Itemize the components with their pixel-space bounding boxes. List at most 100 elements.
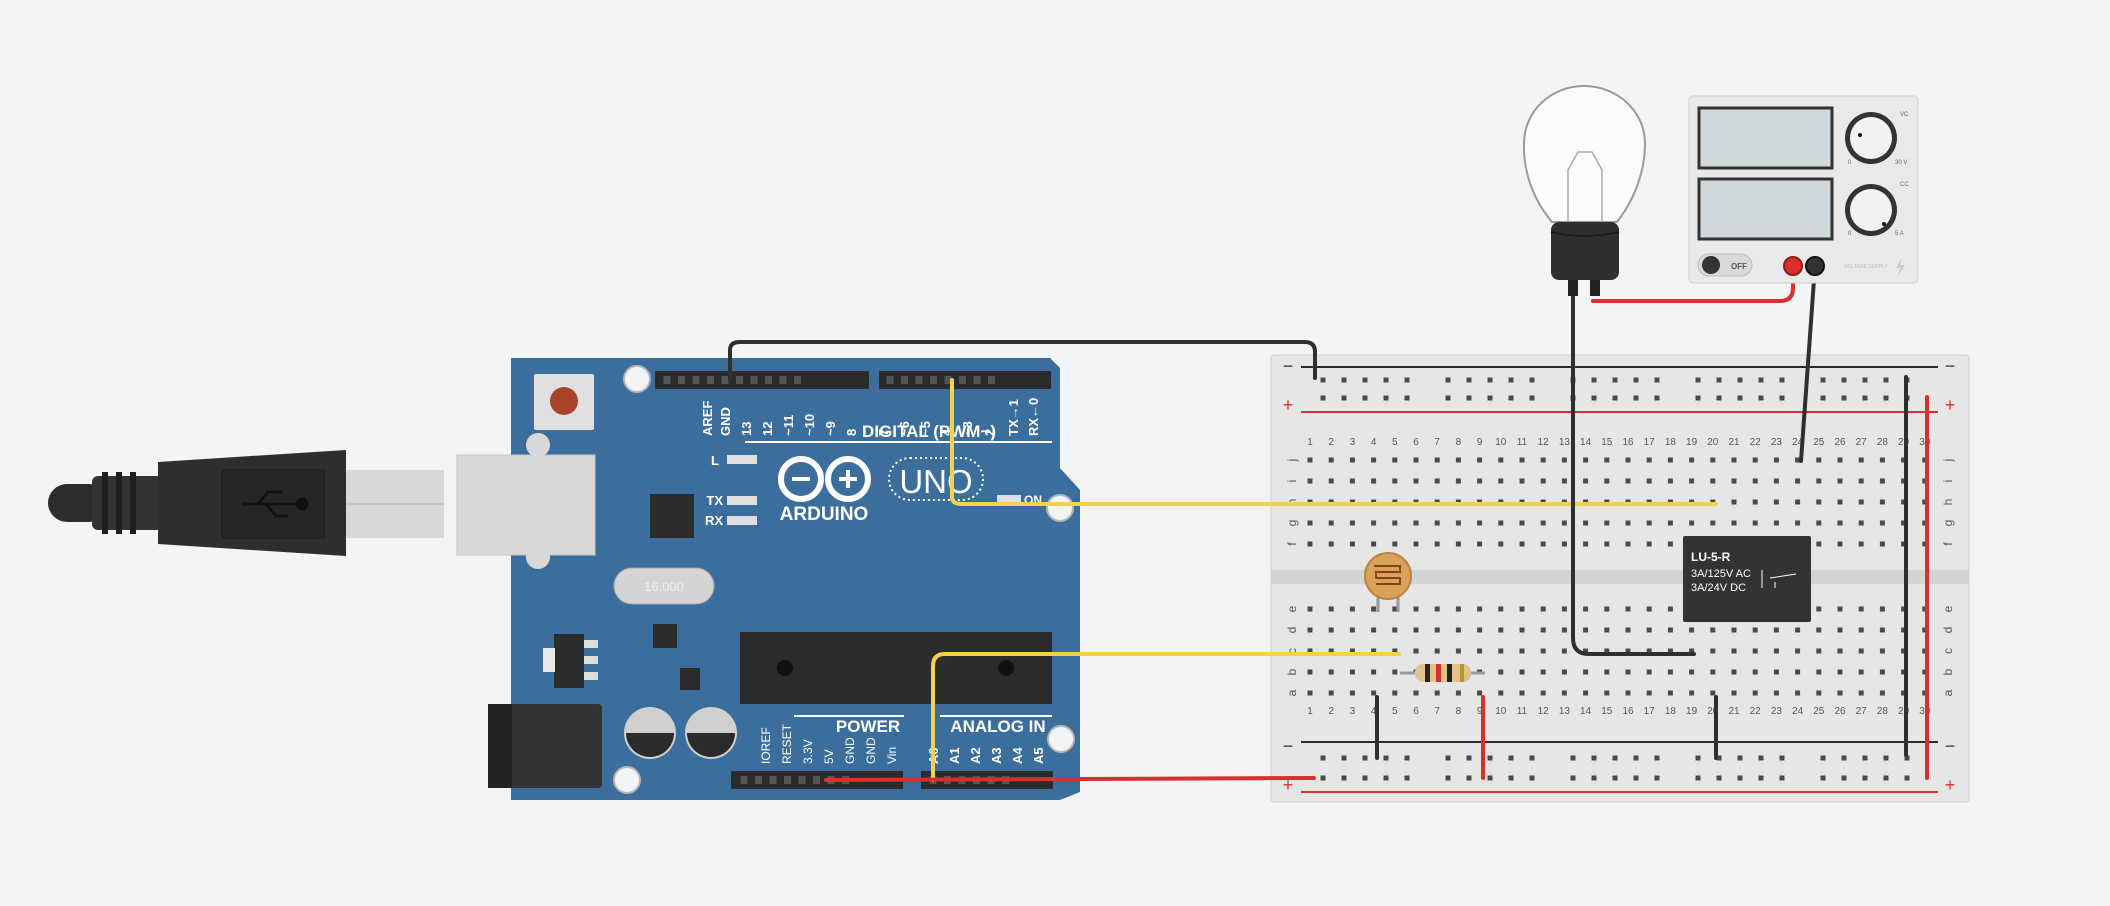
- breadboard-hole[interactable]: [1392, 457, 1398, 463]
- header-hole[interactable]: [721, 376, 729, 384]
- breadboard-hole[interactable]: [1455, 606, 1461, 612]
- breadboard-hole[interactable]: [1795, 648, 1801, 654]
- breadboard-hole[interactable]: [1646, 627, 1652, 633]
- breadboard-hole[interactable]: [1307, 478, 1313, 484]
- current-knob[interactable]: [1845, 184, 1897, 236]
- breadboard-hole[interactable]: [1477, 541, 1483, 547]
- breadboard-hole[interactable]: [1816, 520, 1822, 526]
- rail-hole[interactable]: [1591, 395, 1597, 401]
- breadboard-hole[interactable]: [1901, 478, 1907, 484]
- breadboard-hole[interactable]: [1795, 478, 1801, 484]
- breadboard-hole[interactable]: [1413, 648, 1419, 654]
- breadboard-hole[interactable]: [1328, 541, 1334, 547]
- breadboard-hole[interactable]: [1307, 606, 1313, 612]
- breadboard-hole[interactable]: [1413, 541, 1419, 547]
- rail-hole[interactable]: [1820, 395, 1826, 401]
- rail-hole[interactable]: [1820, 775, 1826, 781]
- rail-hole[interactable]: [1820, 755, 1826, 761]
- breadboard-hole[interactable]: [1604, 541, 1610, 547]
- breadboard-hole[interactable]: [1901, 520, 1907, 526]
- breadboard-hole[interactable]: [1689, 520, 1695, 526]
- breadboard-hole[interactable]: [1604, 520, 1610, 526]
- breadboard-hole[interactable]: [1795, 627, 1801, 633]
- breadboard-hole[interactable]: [1710, 520, 1716, 526]
- rail-hole[interactable]: [1695, 755, 1701, 761]
- breadboard-hole[interactable]: [1922, 690, 1928, 696]
- breadboard-hole[interactable]: [1837, 457, 1843, 463]
- breadboard-hole[interactable]: [1773, 520, 1779, 526]
- header-hole[interactable]: [736, 376, 743, 384]
- breadboard-hole[interactable]: [1710, 669, 1716, 675]
- breadboard-hole[interactable]: [1689, 669, 1695, 675]
- breadboard-hole[interactable]: [1349, 541, 1355, 547]
- breadboard-hole[interactable]: [1625, 690, 1631, 696]
- breadboard-hole[interactable]: [1837, 690, 1843, 696]
- rail-hole[interactable]: [1383, 395, 1389, 401]
- breadboard-hole[interactable]: [1583, 457, 1589, 463]
- voltage-knob[interactable]: [1845, 112, 1897, 164]
- breadboard-hole[interactable]: [1646, 520, 1652, 526]
- breadboard-hole[interactable]: [1710, 690, 1716, 696]
- rail-hole[interactable]: [1362, 755, 1368, 761]
- breadboard-hole[interactable]: [1752, 627, 1758, 633]
- rail-hole[interactable]: [1883, 395, 1889, 401]
- rail-hole[interactable]: [1841, 755, 1847, 761]
- rail-hole[interactable]: [1591, 775, 1597, 781]
- header-hole[interactable]: [678, 376, 685, 384]
- rail-hole[interactable]: [1320, 395, 1326, 401]
- rail-hole[interactable]: [1404, 775, 1410, 781]
- rail-hole[interactable]: [1654, 395, 1660, 401]
- breadboard-hole[interactable]: [1561, 457, 1567, 463]
- breadboard-hole[interactable]: [1752, 690, 1758, 696]
- breadboard-hole[interactable]: [1689, 478, 1695, 484]
- breadboard-hole[interactable]: [1773, 627, 1779, 633]
- breadboard-hole[interactable]: [1307, 541, 1313, 547]
- resistor[interactable]: [1400, 664, 1485, 682]
- breadboard-hole[interactable]: [1413, 627, 1419, 633]
- breadboard-hole[interactable]: [1816, 690, 1822, 696]
- breadboard-hole[interactable]: [1752, 669, 1758, 675]
- breadboard-hole[interactable]: [1455, 627, 1461, 633]
- breadboard-hole[interactable]: [1858, 457, 1864, 463]
- positive-terminal[interactable]: [1783, 256, 1803, 276]
- breadboard-hole[interactable]: [1710, 457, 1716, 463]
- rail-hole[interactable]: [1862, 775, 1868, 781]
- rail-hole[interactable]: [1612, 395, 1618, 401]
- header-hole[interactable]: [886, 376, 894, 384]
- reset-button[interactable]: [550, 387, 578, 415]
- breadboard-hole[interactable]: [1816, 669, 1822, 675]
- breadboard-hole[interactable]: [1604, 627, 1610, 633]
- header-hole[interactable]: [798, 776, 806, 784]
- breadboard-hole[interactable]: [1667, 520, 1673, 526]
- breadboard-hole[interactable]: [1922, 499, 1928, 505]
- breadboard-hole[interactable]: [1667, 478, 1673, 484]
- breadboard-hole[interactable]: [1773, 690, 1779, 696]
- breadboard-hole[interactable]: [1498, 627, 1504, 633]
- breadboard-hole[interactable]: [1858, 478, 1864, 484]
- rail-hole[interactable]: [1341, 395, 1347, 401]
- breadboard-hole[interactable]: [1349, 690, 1355, 696]
- breadboard-hole[interactable]: [1646, 541, 1652, 547]
- rail-hole[interactable]: [1508, 755, 1514, 761]
- breadboard-hole[interactable]: [1922, 541, 1928, 547]
- header-hole[interactable]: [765, 376, 772, 384]
- breadboard-hole[interactable]: [1773, 669, 1779, 675]
- breadboard-hole[interactable]: [1519, 520, 1525, 526]
- rail-hole[interactable]: [1445, 755, 1451, 761]
- breadboard-hole[interactable]: [1604, 606, 1610, 612]
- breadboard-hole[interactable]: [1625, 669, 1631, 675]
- rail-hole[interactable]: [1529, 377, 1535, 383]
- breadboard-hole[interactable]: [1434, 478, 1440, 484]
- breadboard-hole[interactable]: [1455, 520, 1461, 526]
- breadboard-hole[interactable]: [1646, 457, 1652, 463]
- wire-psu-black[interactable]: [1799, 264, 1817, 463]
- rail-hole[interactable]: [1529, 395, 1535, 401]
- breadboard-hole[interactable]: [1901, 499, 1907, 505]
- breadboard-hole[interactable]: [1307, 520, 1313, 526]
- breadboard-hole[interactable]: [1371, 478, 1377, 484]
- breadboard-hole[interactable]: [1922, 478, 1928, 484]
- rail-hole[interactable]: [1320, 775, 1326, 781]
- breadboard-hole[interactable]: [1667, 606, 1673, 612]
- rail-hole[interactable]: [1883, 377, 1889, 383]
